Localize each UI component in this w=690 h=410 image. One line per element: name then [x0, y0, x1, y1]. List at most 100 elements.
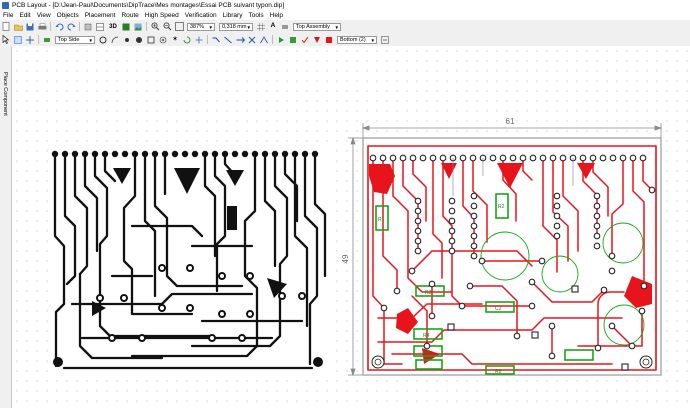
pad-icon[interactable] [99, 35, 108, 44]
route-trace-icon[interactable] [212, 35, 221, 44]
menu-library[interactable]: Library [222, 11, 243, 19]
component-label: R1 [378, 217, 385, 223]
menu-help[interactable]: Help [269, 11, 284, 19]
component-label: R3 [425, 290, 432, 296]
typon-image [49, 146, 332, 372]
grid-icon[interactable] [257, 22, 266, 31]
pcb-canvas[interactable]: 61 49 [12, 46, 690, 408]
window-title: PCB Layout - [D:\Jean-Paul\Documents\Dip… [12, 1, 285, 9]
component-r1[interactable] [375, 205, 389, 231]
place-component-tab[interactable]: Place Component [2, 72, 8, 116]
menu-objects[interactable]: Objects [56, 11, 79, 19]
menu-view[interactable]: View [36, 11, 51, 19]
pcb-drawing: 61 49 [49, 117, 663, 377]
text-icon[interactable]: A [270, 22, 276, 30]
height-dimension-label: 49 [341, 254, 350, 263]
app-icon [2, 1, 9, 9]
toolbar-separator [146, 22, 147, 31]
chevron-down-icon: ▼ [334, 24, 339, 30]
bottom-layer-value: Bottom (2) [340, 36, 366, 43]
move-icon[interactable] [195, 35, 204, 44]
undo-icon[interactable] [55, 22, 64, 31]
zoom-out-icon[interactable] [163, 22, 172, 31]
component-c1[interactable] [480, 231, 530, 281]
ratsnest-icon[interactable] [260, 35, 269, 44]
component-r7[interactable] [485, 365, 515, 375]
layer-settings-icon[interactable] [381, 35, 390, 44]
component-r2[interactable] [495, 193, 509, 219]
fill-icon[interactable] [135, 35, 144, 44]
run-icon[interactable] [277, 35, 286, 44]
check-icon[interactable] [301, 35, 310, 44]
menu-high-speed[interactable]: High Speed [144, 11, 179, 19]
unroute-icon[interactable] [248, 35, 257, 44]
component-r6[interactable] [485, 301, 515, 313]
rotate-icon[interactable] [183, 35, 192, 44]
redo-icon[interactable] [67, 22, 76, 31]
component-c3[interactable] [603, 304, 645, 346]
toolbar-separator [207, 35, 208, 44]
image-icon[interactable] [134, 22, 143, 31]
menu-bar: File Edit View Objects Placement Route H… [0, 10, 690, 20]
component-r9[interactable] [415, 359, 443, 370]
place-component-icon[interactable] [43, 35, 52, 44]
print-icon[interactable] [38, 22, 47, 31]
component-r8[interactable] [564, 349, 594, 361]
toolbar-separator [272, 35, 273, 44]
menu-edit[interactable]: Edit [19, 11, 31, 19]
menu-verification[interactable]: Verification [184, 11, 217, 19]
zoom-select[interactable]: 387% ▼ [187, 22, 215, 31]
side-value: Top Side [58, 36, 80, 43]
bottom-layer-select[interactable]: Bottom (2) ▼ [337, 35, 377, 44]
toolbar-separator [79, 22, 80, 31]
net-icon[interactable] [313, 35, 322, 44]
pattern-icon[interactable] [281, 22, 290, 31]
component-label: R5 [423, 350, 430, 356]
grid-size-value: 0,318 mm [222, 23, 247, 30]
side-select[interactable]: Top Side ▼ [55, 35, 95, 44]
zoom-in-icon[interactable] [151, 22, 160, 31]
menu-tools[interactable]: Tools [248, 11, 264, 19]
save-icon[interactable] [26, 22, 35, 31]
menu-file[interactable]: File [3, 11, 14, 19]
chevron-down-icon: ▼ [370, 37, 375, 43]
component-label: R2 [498, 204, 505, 210]
assembly-layer-select[interactable]: Top Assembly ▼ [293, 22, 341, 31]
star-icon[interactable]: ✶ [172, 36, 178, 43]
pan-icon[interactable] [14, 35, 23, 44]
open-file-icon[interactable] [13, 22, 23, 31]
drawing-toolbar: Top Side ▼ ✶ Bottom (2) ▼ [0, 33, 690, 47]
select-arrow-icon[interactable] [2, 35, 11, 44]
cross-icon[interactable] [26, 35, 35, 44]
drc-icon[interactable] [289, 35, 298, 44]
component-label: R6 [495, 369, 502, 375]
zoom-value: 387% [190, 23, 205, 30]
component-c2[interactable] [602, 222, 644, 264]
grid-size-select[interactable]: 0,318 mm ▼ [219, 22, 253, 31]
zoom-fit-icon[interactable] [174, 22, 184, 31]
new-file-icon[interactable] [2, 22, 11, 31]
component-icon[interactable] [84, 22, 93, 31]
square-icon[interactable] [147, 35, 156, 44]
layers-icon[interactable] [96, 22, 105, 31]
component-c4[interactable] [541, 255, 579, 293]
copper-pours [369, 163, 652, 364]
route-diagonal-icon[interactable] [224, 35, 233, 44]
chevron-down-icon: ▼ [88, 37, 93, 43]
arc-icon[interactable] [111, 35, 120, 44]
component-r4[interactable] [413, 328, 443, 340]
chevron-down-icon: ▼ [208, 24, 213, 30]
menu-placement[interactable]: Placement [84, 11, 116, 19]
width-dimension-label: 61 [506, 117, 515, 126]
board-icon[interactable] [122, 22, 131, 31]
menu-route[interactable]: Route [121, 11, 139, 19]
layer-color-icon[interactable] [325, 35, 334, 44]
3d-view-button[interactable]: 3D [109, 23, 117, 30]
main-toolbar: 3D 387% ▼ 0,318 mm ▼ A Top Assembly ▼ [0, 20, 690, 34]
components [375, 193, 645, 375]
component-label: C2 [495, 306, 502, 312]
target-icon[interactable] [159, 35, 168, 44]
title-bar: PCB Layout - [D:\Jean-Paul\Documents\Dip… [0, 0, 690, 10]
via-icon[interactable] [123, 35, 132, 44]
auto-route-icon[interactable] [236, 35, 245, 44]
